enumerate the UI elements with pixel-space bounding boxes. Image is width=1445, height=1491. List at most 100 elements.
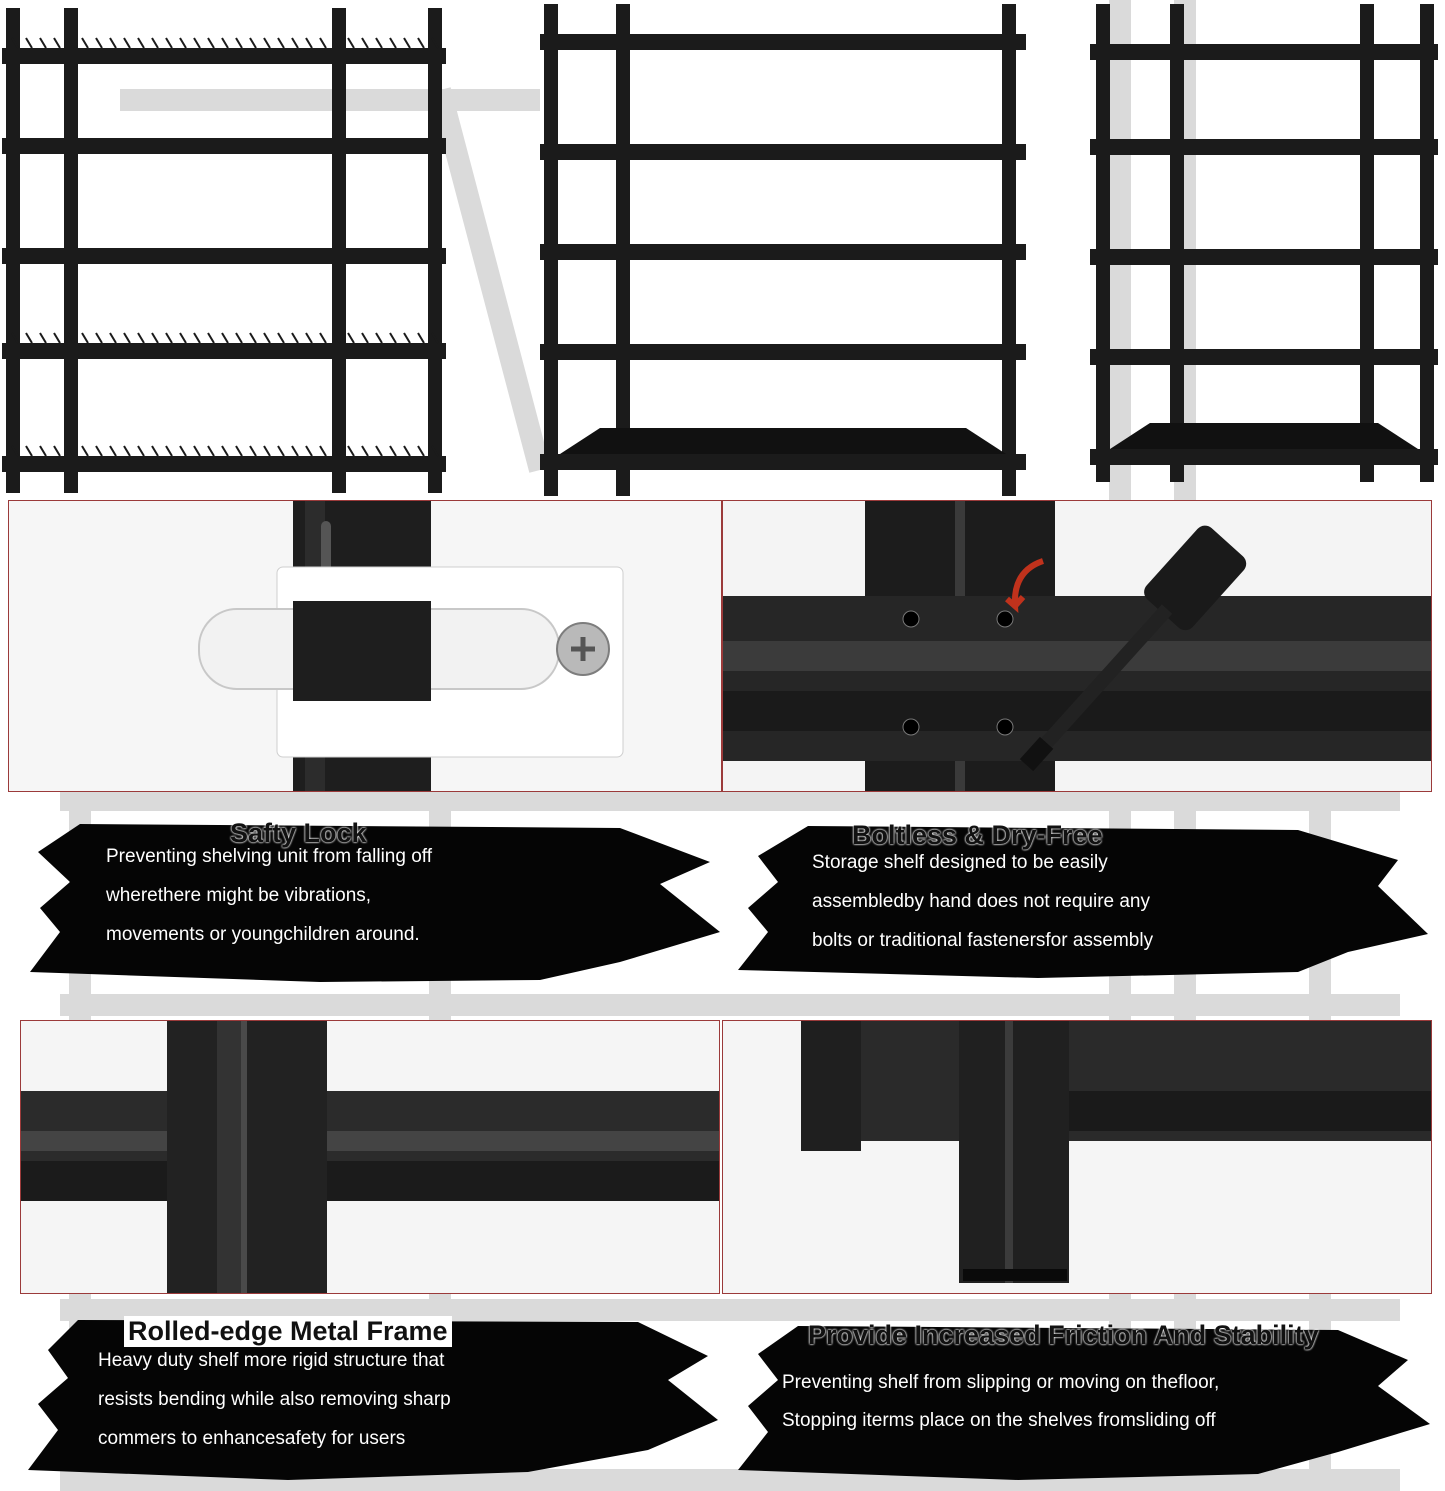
wire-deck — [291, 37, 299, 49]
wire-deck — [81, 445, 89, 457]
wire-deck — [291, 445, 299, 457]
wire-deck — [347, 37, 355, 49]
detail-panel-safety-lock — [8, 500, 722, 792]
shelf-beam — [2, 456, 446, 472]
feature-line: assembledby hand does not require any — [812, 891, 1151, 912]
feature-line: Stopping iterms place on the shelves fro… — [782, 1410, 1216, 1431]
wire-deck — [263, 445, 271, 457]
wire-deck — [179, 332, 187, 344]
wire-deck — [361, 445, 369, 457]
wire-deck — [333, 445, 341, 457]
wire-deck — [277, 37, 285, 49]
red-arrow-icon — [1005, 558, 1045, 613]
wire-deck — [207, 332, 215, 344]
feature-line: bolts or traditional fastenersfor assemb… — [812, 930, 1154, 951]
feature-line: commers to enhancesafety for users — [98, 1428, 406, 1449]
feature-title: Provide Increased Friction And Stability — [808, 1320, 1319, 1350]
wire-deck — [109, 332, 117, 344]
wire-deck — [221, 332, 229, 344]
wire-deck — [11, 445, 19, 457]
wire-deck — [291, 332, 299, 344]
wire-deck — [137, 37, 145, 49]
wire-deck — [305, 332, 313, 344]
wire-deck — [389, 37, 397, 49]
feature-line: movements or youngchildren around. — [106, 924, 420, 945]
wire-deck — [417, 37, 425, 49]
wire-deck — [431, 332, 439, 344]
wire-deck — [39, 37, 47, 49]
wire-deck — [67, 37, 75, 49]
wire-deck — [263, 37, 271, 49]
wire-deck — [137, 445, 145, 457]
wire-deck — [347, 332, 355, 344]
wire-deck — [193, 37, 201, 49]
wire-deck — [319, 37, 327, 49]
shelf-post — [1096, 4, 1110, 482]
shelf-beam — [2, 48, 446, 64]
wire-deck — [53, 332, 61, 344]
shelf-post — [1420, 4, 1434, 482]
wire-deck — [207, 445, 215, 457]
shelf-beam — [1090, 44, 1438, 60]
wire-deck — [319, 332, 327, 344]
wire-deck — [193, 332, 201, 344]
brush-stroke-background — [738, 1326, 1430, 1480]
wire-deck — [109, 37, 117, 49]
wire-deck — [39, 332, 47, 344]
brush-stroke-background — [28, 1320, 718, 1480]
wire-deck — [417, 332, 425, 344]
wire-deck — [221, 37, 229, 49]
wire-deck — [235, 37, 243, 49]
feature-safety-lock: Safty Lock Preventing shelving unit from… — [20, 812, 720, 992]
wire-deck — [277, 332, 285, 344]
wire-deck — [417, 445, 425, 457]
wire-deck — [11, 332, 19, 344]
product-image-wire-shelf — [2, 8, 446, 493]
wire-deck — [361, 37, 369, 49]
solid-deck — [560, 428, 1006, 454]
wire-deck — [39, 445, 47, 457]
shelf-beam — [540, 344, 1026, 360]
wire-deck — [249, 37, 257, 49]
wire-deck — [403, 332, 411, 344]
feature-rolled-edge: Rolled-edge Metal Frame Heavy duty shelf… — [28, 1310, 718, 1482]
feature-line: Storage shelf designed to be easily — [812, 852, 1108, 873]
feature-title: Rolled-edge Metal Frame — [124, 1316, 452, 1347]
safety-lock-clip-icon — [198, 566, 624, 758]
feature-title: Safty Lock — [230, 818, 367, 848]
wire-deck — [25, 445, 33, 457]
mallet-icon — [1019, 525, 1247, 772]
wire-deck — [263, 332, 271, 344]
wire-deck — [347, 445, 355, 457]
wire-deck — [319, 445, 327, 457]
wire-deck — [11, 37, 19, 49]
wire-deck — [389, 445, 397, 457]
shelf-beam — [2, 138, 446, 154]
brush-stroke-background — [30, 824, 720, 982]
feature-title: Boltless & Dry-Free — [852, 820, 1103, 850]
wire-deck — [109, 445, 117, 457]
shelf-beam — [1090, 139, 1438, 155]
wire-deck — [53, 445, 61, 457]
wire-deck — [431, 445, 439, 457]
detail-panel-feet — [722, 1020, 1432, 1294]
wire-deck — [67, 445, 75, 457]
wire-deck — [361, 332, 369, 344]
wire-deck — [165, 37, 173, 49]
wire-deck — [249, 445, 257, 457]
shelf-beam — [1090, 349, 1438, 365]
feature-line: Preventing shelf from slipping or moving… — [782, 1372, 1220, 1393]
wire-deck — [151, 37, 159, 49]
feature-friction: Provide Increased Friction And Stability… — [738, 1316, 1430, 1482]
solid-deck — [1110, 423, 1418, 449]
wire-deck — [403, 445, 411, 457]
wire-deck — [123, 37, 131, 49]
wire-deck — [95, 445, 103, 457]
wire-deck — [95, 332, 103, 344]
wire-deck — [123, 332, 131, 344]
wire-deck — [333, 332, 341, 344]
wire-deck — [305, 37, 313, 49]
shelf-beam — [540, 244, 1026, 260]
product-image-corner-shelf — [1090, 4, 1438, 482]
wire-deck — [221, 445, 229, 457]
